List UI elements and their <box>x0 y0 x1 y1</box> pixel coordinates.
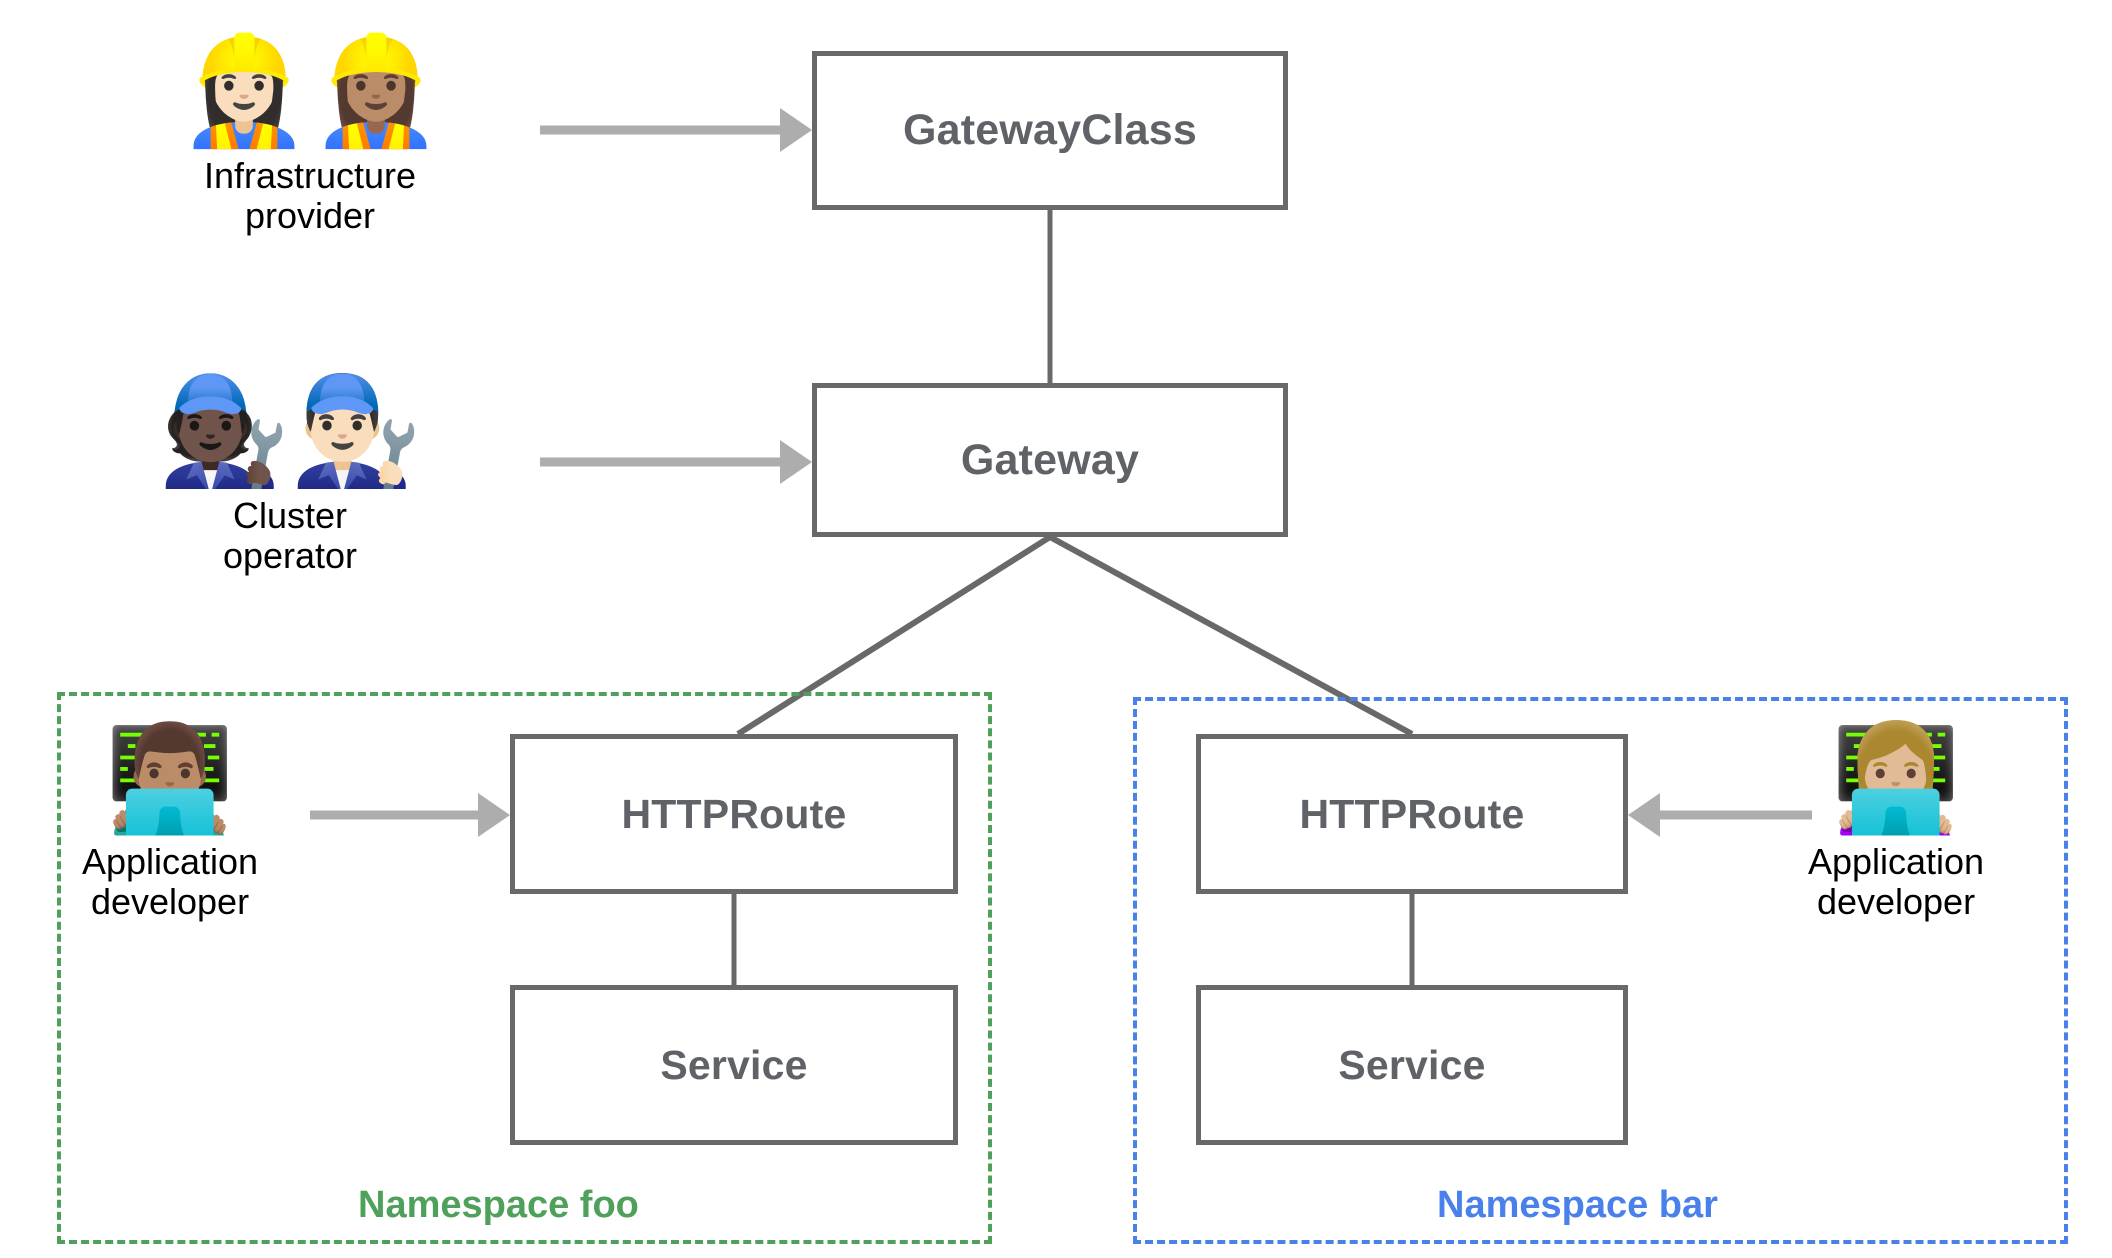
man-technologist-icon: 👨🏽‍💻 <box>105 717 235 839</box>
arrow-cluster-operator-to-gateway <box>540 440 812 484</box>
persona-application-developer-foo-label: Application developer <box>81 841 259 923</box>
httproute-bar-label: HTTPRoute <box>1299 790 1525 837</box>
httproute-foo-label: HTTPRoute <box>621 790 847 837</box>
persona-infrastructure-provider-label: Infrastructure provider <box>203 155 417 237</box>
woman-construction-worker-icon: 👷🏻‍♀️👷🏽‍♀️ <box>178 29 442 152</box>
service-bar-label: Service <box>1338 1041 1486 1088</box>
gateway-label: Gateway <box>960 435 1140 484</box>
resource-box-service-foo[interactable]: Service <box>510 985 958 1145</box>
persona-application-developer-foo: 👨🏽‍💻 Application developer <box>80 726 260 923</box>
service-foo-label: Service <box>660 1041 808 1088</box>
woman-technologist-icon: 👩🏼‍💻 <box>1831 717 1961 839</box>
persona-application-developer-bar: 👩🏼‍💻 Application developer <box>1806 726 1986 923</box>
gatewayclass-label: GatewayClass <box>902 106 1197 154</box>
arrow-infra-to-gatewayclass <box>540 108 812 152</box>
resource-box-httproute-foo[interactable]: HTTPRoute <box>510 734 958 894</box>
namespace-region-bar <box>1133 697 2068 1244</box>
namespace-bar-title: Namespace bar <box>1437 1184 1718 1226</box>
persona-cluster-operator: 🧑🏿‍🔧👨🏻‍🔧 Cluster operator <box>158 378 422 577</box>
resource-box-service-bar[interactable]: Service <box>1196 985 1628 1145</box>
mechanic-icon: 🧑🏿‍🔧👨🏻‍🔧 <box>158 369 422 492</box>
persona-application-developer-bar-label: Application developer <box>1807 841 1985 923</box>
namespace-foo-title: Namespace foo <box>358 1184 639 1226</box>
namespace-region-foo <box>57 692 992 1244</box>
resource-box-gatewayclass[interactable]: GatewayClass <box>812 51 1288 210</box>
persona-infrastructure-provider: 👷🏻‍♀️👷🏽‍♀️ Infrastructure provider <box>178 38 442 237</box>
resource-box-httproute-bar[interactable]: HTTPRoute <box>1196 734 1628 894</box>
resource-box-gateway[interactable]: Gateway <box>812 383 1288 537</box>
persona-cluster-operator-label: Cluster operator <box>222 495 358 577</box>
